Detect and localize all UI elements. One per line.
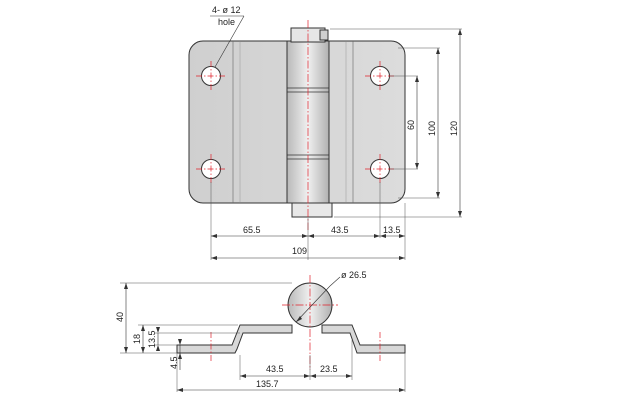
dim-23-5: 23.5 <box>320 364 338 374</box>
side-view: ø 26.5 40 18 13 <box>115 270 406 392</box>
dim-120: 120 <box>449 121 459 136</box>
hole-centerlines <box>196 20 395 230</box>
dim-13-5: 13.5 <box>383 225 401 235</box>
dim-40: 40 <box>115 312 125 322</box>
dim-43-5-side: 43.5 <box>266 364 284 374</box>
hole-callout: 4- ø 12 hole <box>210 5 245 68</box>
hole-callout-size: 4- ø 12 <box>212 5 241 15</box>
top-view: 4- ø 12 hole <box>188 5 462 260</box>
dim-60: 60 <box>406 120 416 130</box>
dim-13-5-side: 13.5 <box>147 330 157 348</box>
vertical-dimensions: 60 100 120 <box>406 29 462 217</box>
hole-callout-label: hole <box>218 17 235 27</box>
pin-head-cap <box>319 29 329 41</box>
side-vertical-dimensions: 40 18 13.5 4.5 <box>115 283 182 370</box>
pin-diameter: ø 26.5 <box>341 270 367 280</box>
dim-43-5: 43.5 <box>331 225 349 235</box>
dimension-row-2: 109 <box>211 238 406 260</box>
dimension-row-1: 65.5 43.5 13.5 <box>211 225 405 238</box>
dim-109: 109 <box>292 246 307 256</box>
dim-100: 100 <box>427 121 437 136</box>
side-horizontal-dimensions: 43.5 23.5 135.7 <box>177 364 405 392</box>
hinge-profile <box>176 324 293 354</box>
dim-18: 18 <box>132 334 142 344</box>
dim-4-5: 4.5 <box>169 356 179 369</box>
hinge-profile <box>321 324 406 354</box>
dim-135-7: 135.7 <box>256 379 279 389</box>
side-centerlines <box>210 275 381 370</box>
extension-lines <box>210 28 462 260</box>
side-extension-lines <box>120 282 406 392</box>
dim-65-5: 65.5 <box>243 225 261 235</box>
pin-bottom <box>291 202 333 218</box>
pin-callout: ø 26.5 <box>295 270 367 323</box>
